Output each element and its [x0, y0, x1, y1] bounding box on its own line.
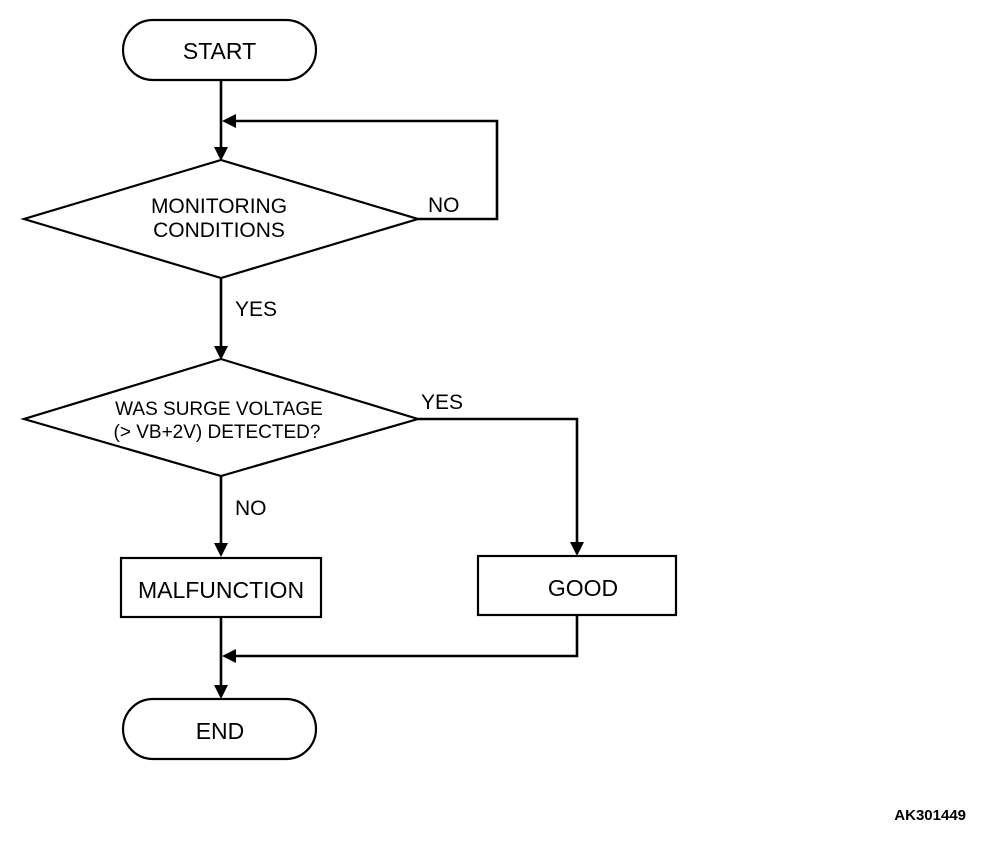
decision1-yes-label: YES — [235, 298, 277, 321]
arrowhead-end-top — [214, 685, 228, 699]
malfunction-label: MALFUNCTION — [138, 577, 304, 603]
good-label: GOOD — [548, 575, 618, 601]
arrowhead-decision2-top — [214, 346, 228, 360]
start-terminator — [121, 18, 318, 82]
decision-monitoring-conditions — [20, 158, 422, 280]
end-label: END — [196, 718, 245, 744]
arrowhead-good-top — [570, 542, 584, 556]
end-terminator — [121, 697, 318, 761]
connector-decision1-no-loop — [234, 119, 499, 221]
connector-decision2-to-good — [418, 417, 579, 543]
decision2-label-line2: (> VB+2V) DETECTED? — [114, 422, 321, 443]
decision1-label-line2: CONDITIONS — [153, 219, 285, 242]
start-label: START — [183, 38, 256, 64]
connector-good-to-merge — [234, 615, 579, 658]
arrowhead-decision1-top — [214, 147, 228, 161]
good-box — [476, 554, 678, 617]
decision2-yes-label: YES — [421, 391, 463, 414]
decision1-no-label: NO — [428, 194, 460, 217]
figure-id: AK301449 — [894, 807, 966, 824]
decision-surge-voltage — [20, 357, 422, 478]
malfunction-box — [119, 556, 323, 619]
arrowhead-malfunction-top — [214, 543, 228, 557]
decision1-label-line1: MONITORING — [151, 195, 287, 218]
arrowhead-merge — [222, 649, 236, 663]
decision2-label-line1: WAS SURGE VOLTAGE — [115, 399, 323, 420]
decision2-no-label: NO — [235, 497, 267, 520]
arrowhead-no-loop — [222, 114, 236, 128]
